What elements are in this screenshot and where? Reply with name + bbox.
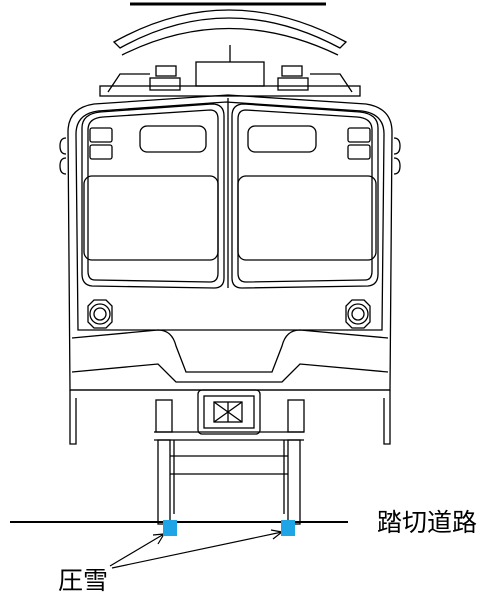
left-windshield bbox=[81, 103, 225, 289]
snow-marker-left bbox=[163, 520, 177, 536]
left-lower-window bbox=[83, 175, 219, 261]
snow-marker-right bbox=[281, 520, 295, 536]
right-windshield bbox=[231, 103, 379, 289]
snow-label: 圧雪 bbox=[58, 566, 109, 595]
right-destination-board bbox=[247, 125, 317, 153]
roof-equipment bbox=[99, 45, 361, 97]
front-skirt bbox=[71, 329, 389, 373]
left-headlight bbox=[87, 299, 113, 329]
coupler bbox=[197, 389, 261, 435]
car-body bbox=[67, 94, 393, 391]
bogie bbox=[154, 399, 305, 525]
snow-arrows bbox=[109, 529, 284, 569]
left-destination-board bbox=[139, 125, 207, 153]
road-label: 踏切道路 bbox=[377, 508, 478, 537]
right-lower-window bbox=[237, 175, 377, 261]
right-headlight bbox=[345, 299, 371, 329]
roof-canopy bbox=[112, 9, 348, 49]
